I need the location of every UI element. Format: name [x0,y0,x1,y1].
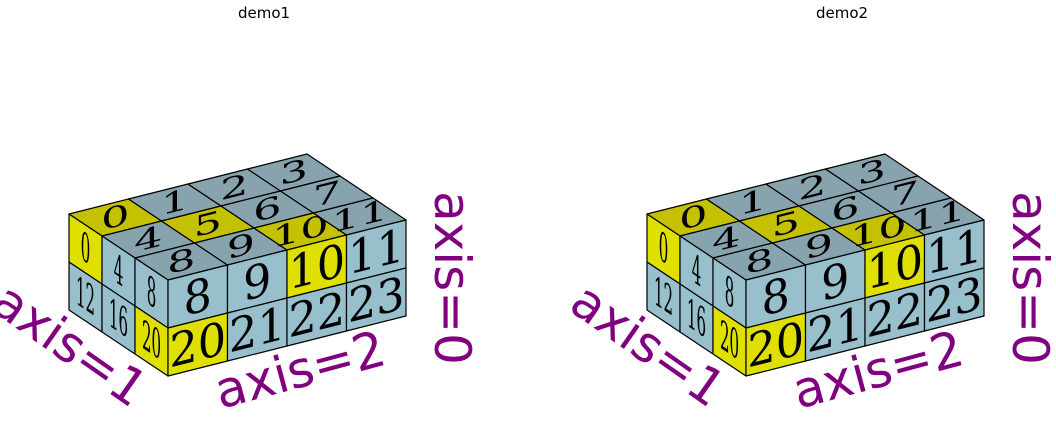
front-cell [345,267,407,332]
cell-number: 0 [659,223,669,276]
panel-title: demo2 [815,4,869,22]
cell-number: 8 [762,266,790,327]
cell-number: 20 [720,311,739,370]
cell-number: 4 [692,245,702,298]
panel-title: demo1 [237,4,291,22]
cell-number: 12 [76,267,95,326]
front-cell [923,267,985,332]
cell-number: 20 [142,311,161,370]
cell-number: 12 [654,267,673,326]
cell-number: 16 [687,289,706,348]
axis-label: axis=0 [423,191,481,365]
cell-number: 8 [184,266,212,327]
cell-number: 9 [821,251,849,312]
cell-number: 8 [725,267,735,320]
cell-number: 9 [243,251,271,312]
cell-number: 16 [109,289,128,348]
axis-label: axis=0 [1001,191,1056,365]
cell-number: 4 [114,245,124,298]
cell-number: 8 [147,267,157,320]
cell-number: 0 [81,223,91,276]
